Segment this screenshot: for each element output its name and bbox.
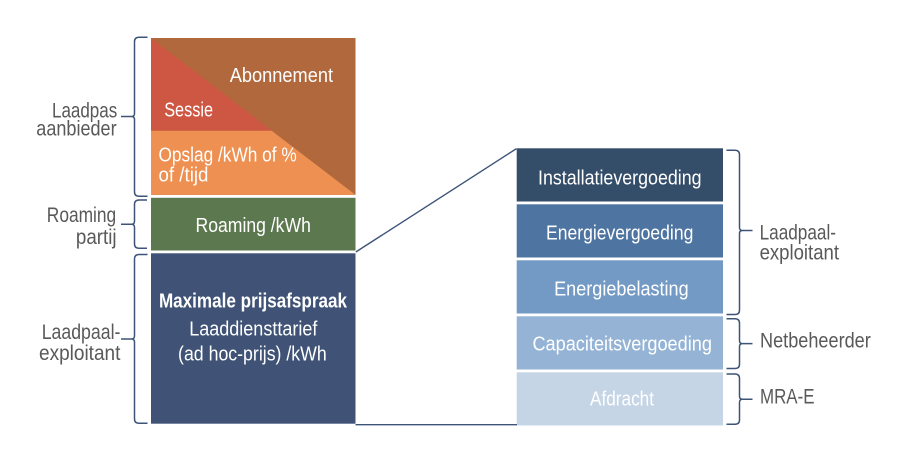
- svg-text:exploitant: exploitant: [760, 240, 839, 264]
- svg-text:Laaddiensttarief: Laaddiensttarief: [189, 319, 318, 341]
- svg-text:Roaming: Roaming: [47, 203, 116, 227]
- svg-text:Energiebelasting: Energiebelasting: [554, 278, 689, 300]
- svg-text:(ad hoc-prijs) /kWh: (ad hoc-prijs) /kWh: [178, 344, 327, 366]
- svg-text:of /tijd: of /tijd: [159, 164, 209, 186]
- svg-text:partij: partij: [76, 225, 117, 249]
- svg-text:Abonnement: Abonnement: [230, 65, 334, 87]
- svg-text:Sessie: Sessie: [164, 100, 213, 122]
- svg-text:Laadpaal-: Laadpaal-: [760, 220, 836, 244]
- svg-text:Opslag /kWh of %: Opslag /kWh of %: [159, 144, 297, 166]
- svg-text:aanbieder: aanbieder: [36, 117, 116, 141]
- svg-text:Maximale prijsafspraak: Maximale prijsafspraak: [159, 291, 348, 313]
- svg-text:MRA-E: MRA-E: [760, 384, 815, 408]
- svg-text:exploitant: exploitant: [39, 341, 120, 365]
- svg-text:Capaciteitsvergoeding: Capaciteitsvergoeding: [532, 334, 712, 356]
- svg-text:Netbeheerder: Netbeheerder: [760, 329, 871, 353]
- svg-text:Energievergoeding: Energievergoeding: [546, 223, 693, 245]
- svg-text:Installatievergoeding: Installatievergoeding: [538, 167, 702, 189]
- svg-text:Afdracht: Afdracht: [590, 389, 654, 411]
- svg-text:Laadpas: Laadpas: [52, 98, 117, 122]
- svg-text:Laadpaal-: Laadpaal-: [42, 320, 121, 344]
- svg-text:Roaming /kWh: Roaming /kWh: [196, 215, 311, 237]
